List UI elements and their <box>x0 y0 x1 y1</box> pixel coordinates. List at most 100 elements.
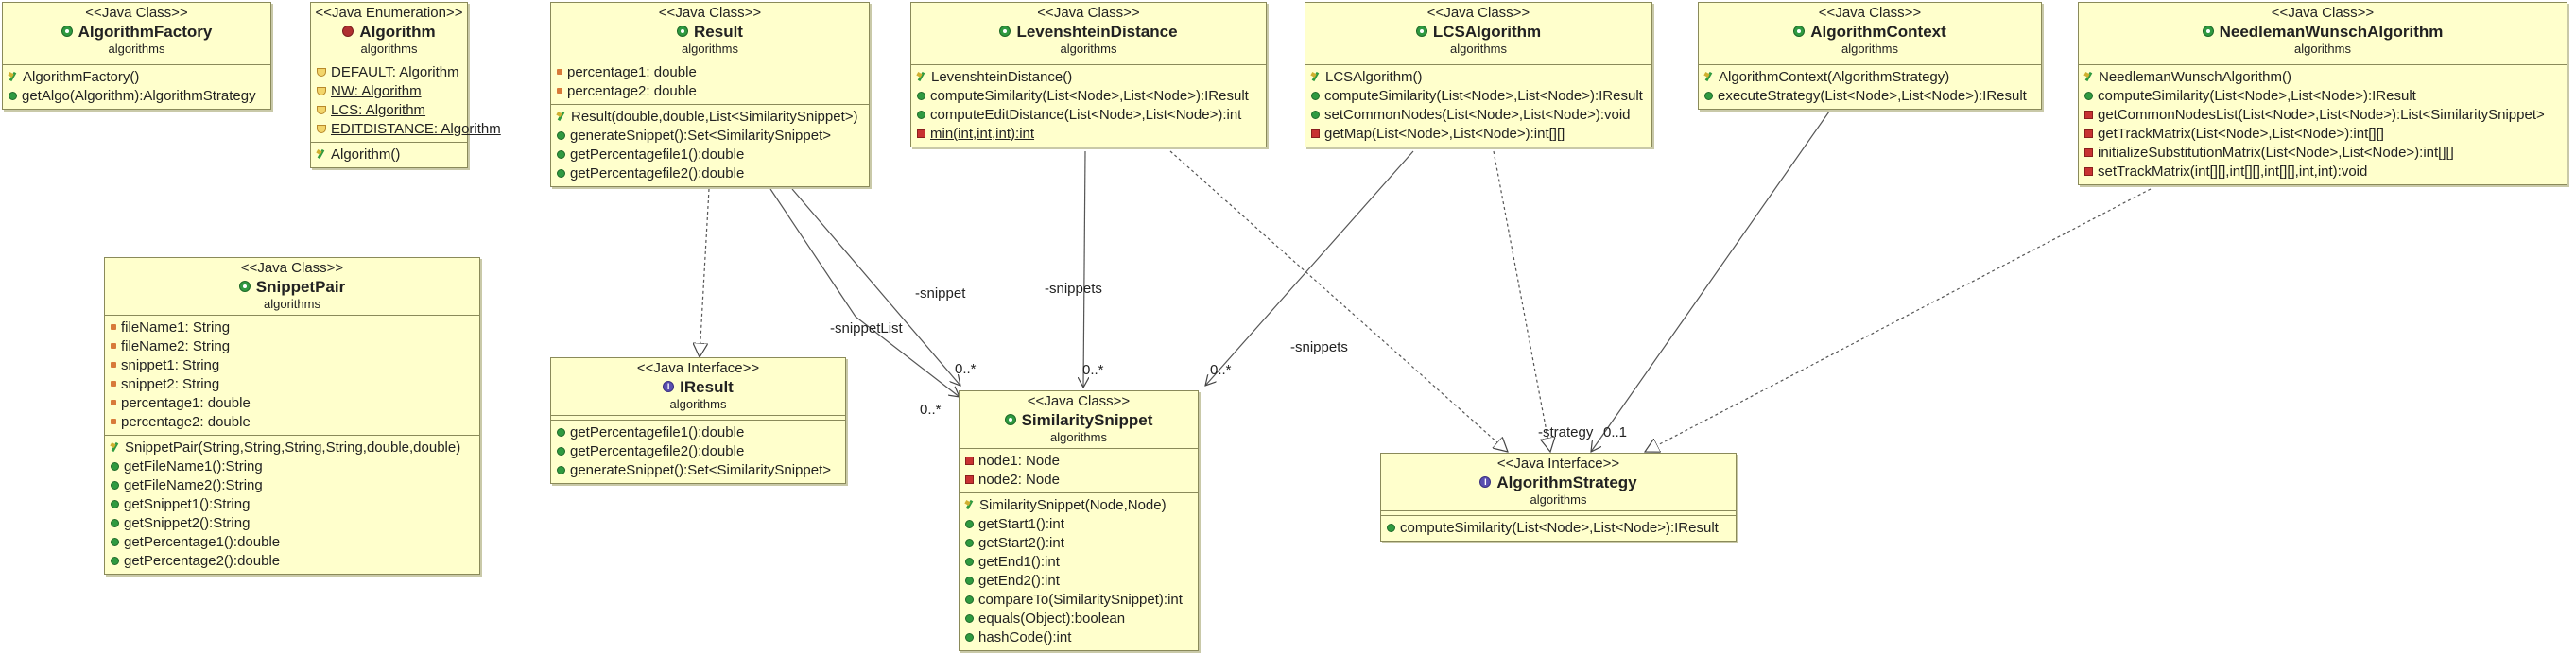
method-row: Algorithm() <box>317 146 467 164</box>
stereotype-label: <<Java Class>> <box>240 260 344 276</box>
method-text: NeedlemanWunschAlgorithm() <box>2099 69 2291 85</box>
method-row: getEnd1():int <box>965 553 1198 572</box>
public-marker-icon <box>557 465 565 474</box>
method-text: initializeSubstitutionMatrix(List<Node>,… <box>2098 145 2454 161</box>
class-name: NeedlemanWunschAlgorithm <box>2081 22 2565 42</box>
class-name-text: SimilaritySnippet <box>1021 411 1153 429</box>
methods-section: computeSimilarity(List<Node>,List<Node>)… <box>1381 516 1736 541</box>
public-marker-icon <box>1311 110 1320 119</box>
method-text: SnippetPair(String,String,String,String,… <box>125 440 461 456</box>
methods-section: SnippetPair(String,String,String,String,… <box>105 436 479 574</box>
methods-section: LCSAlgorithm()computeSimilarity(List<Nod… <box>1305 65 1651 147</box>
field-marker-icon <box>111 343 116 350</box>
class-name-text: LCSAlgorithm <box>1432 23 1542 41</box>
attribute-text: NW: Algorithm <box>331 83 422 99</box>
label-lcs-snippets-mult: 0..* <box>1210 362 1232 378</box>
method-row: getSnippet1():String <box>111 495 479 514</box>
field-marker-icon <box>557 69 562 76</box>
stereotype-label: <<Java Class>> <box>1027 393 1131 409</box>
attribute-text: percentage2: double <box>121 414 251 430</box>
constructor-marker-icon <box>1311 72 1321 81</box>
method-text: executeStrategy(List<Node>,List<Node>):I… <box>1718 88 2027 104</box>
constant-marker-icon <box>317 67 326 77</box>
public-marker-icon <box>111 480 119 490</box>
method-row: SnippetPair(String,String,String,String,… <box>111 439 479 457</box>
method-row: setCommonNodes(List<Node>,List<Node>):vo… <box>1311 106 1651 125</box>
attribute-text: node1: Node <box>978 453 1060 469</box>
attribute-row: percentage2: double <box>557 82 869 101</box>
method-row: SimilaritySnippet(Node,Node) <box>965 496 1198 515</box>
method-row: setTrackMatrix(int[][],int[][],int[][],i… <box>2084 163 2567 181</box>
public-marker-icon <box>965 557 974 566</box>
public-marker-icon <box>965 576 974 585</box>
public-marker-icon <box>557 427 565 437</box>
method-text: hashCode():int <box>978 629 1072 646</box>
attribute-row: fileName2: String <box>111 337 479 356</box>
methods-section: Result(double,double,List<SimilaritySnip… <box>551 105 869 186</box>
method-row: min(int,int,int):int <box>917 125 1266 144</box>
package-label: algorithms <box>669 397 727 411</box>
package-label: algorithms <box>1450 42 1507 56</box>
constructor-marker-icon <box>1704 72 1714 81</box>
attribute-row: snippet2: String <box>111 375 479 394</box>
method-row: getStart2():int <box>965 534 1198 553</box>
field-marker-icon <box>111 324 116 331</box>
method-row: computeEditDistance(List<Node>,List<Node… <box>917 106 1266 125</box>
attribute-row: DEFAULT: Algorithm <box>317 63 467 82</box>
package-label: algorithms <box>2294 42 2351 56</box>
class-name: SimilaritySnippet <box>961 410 1196 430</box>
assoc-lcs-snippet <box>1205 150 1414 386</box>
method-row: AlgorithmContext(AlgorithmStrategy) <box>1704 68 2041 87</box>
method-text: computeSimilarity(List<Node>,List<Node>)… <box>930 88 1249 104</box>
method-row: executeStrategy(List<Node>,List<Node>):I… <box>1704 87 2041 106</box>
class-name: AlgorithmContext <box>1701 22 2039 42</box>
method-text: computeSimilarity(List<Node>,List<Node>)… <box>2098 88 2416 104</box>
method-row: NeedlemanWunschAlgorithm() <box>2084 68 2567 87</box>
method-row: getMap(List<Node>,List<Node>):int[][] <box>1311 125 1651 144</box>
public-marker-icon <box>111 518 119 527</box>
method-row: equals(Object):boolean <box>965 610 1198 629</box>
method-text: compareTo(SimilaritySnippet):int <box>978 592 1183 608</box>
stereotype-label: <<Java Interface>> <box>636 360 760 376</box>
method-text: generateSnippet():Set<SimilaritySnippet> <box>570 128 831 144</box>
attributes-section <box>1381 511 1736 516</box>
public-marker-icon <box>111 556 119 565</box>
attribute-row: NW: Algorithm <box>317 82 467 101</box>
private-marker-icon <box>1311 129 1320 138</box>
label-lev-snippets-role: -snippets <box>1045 281 1102 297</box>
label-result-snippetlist-mult: 0..* <box>920 402 942 418</box>
method-row: getPercentage1():double <box>111 533 479 552</box>
class-type-icon <box>1793 25 1806 37</box>
attribute-text: percentage2: double <box>567 83 697 99</box>
public-marker-icon <box>965 519 974 528</box>
private-marker-icon <box>2084 166 2093 176</box>
methods-section: AlgorithmFactory()getAlgo(Algorithm):Alg… <box>3 65 270 109</box>
constructor-marker-icon <box>917 72 926 81</box>
stereotype-label: <<Java Class>> <box>1818 5 1922 21</box>
attribute-text: snippet2: String <box>121 376 220 392</box>
class-name-text: AlgorithmFactory <box>78 23 213 41</box>
assoc-levenshtein-snippet <box>1083 150 1085 388</box>
